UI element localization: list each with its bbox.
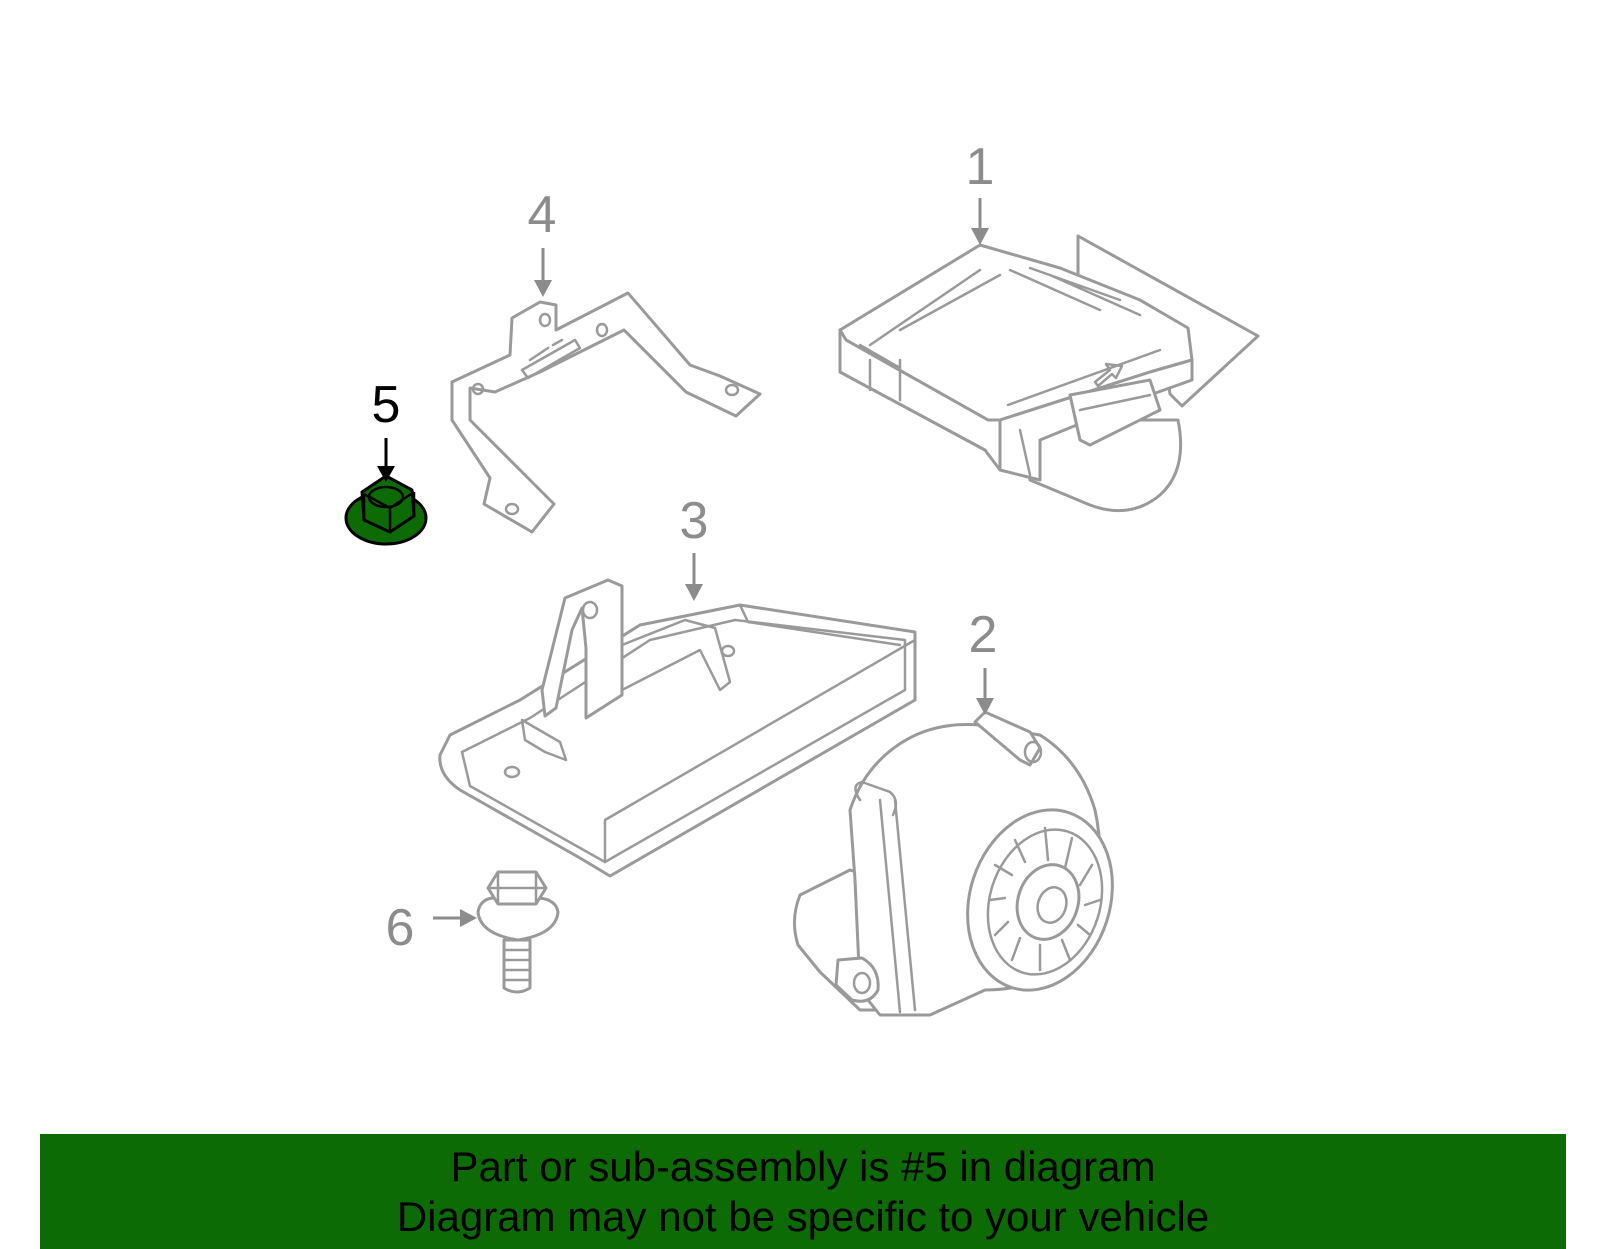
part-3-tray[interactable] xyxy=(438,578,917,878)
callout-4: 4 xyxy=(528,186,557,297)
callout-label-5: 5 xyxy=(372,376,401,434)
part-1-control-module[interactable] xyxy=(838,234,1260,513)
callout-3: 3 xyxy=(680,492,709,601)
arrowhead-5 xyxy=(377,466,395,482)
callout-6: 6 xyxy=(386,899,477,957)
callout-label-2: 2 xyxy=(969,606,998,664)
part-4-bracket[interactable] xyxy=(450,291,762,534)
arrowhead-2 xyxy=(976,698,994,715)
banner-line-part-number: Part or sub-assembly is #5 in diagram xyxy=(450,1142,1156,1190)
part-6-bolt[interactable] xyxy=(476,870,560,994)
info-banner: Part or sub-assembly is #5 in diagram Di… xyxy=(40,1134,1566,1249)
callout-label-3: 3 xyxy=(680,492,709,550)
banner-line-disclaimer: Diagram may not be specific to your vehi… xyxy=(396,1192,1210,1240)
arrowhead-3 xyxy=(685,584,703,601)
callout-1: 1 xyxy=(966,138,995,245)
arrowhead-6 xyxy=(460,909,477,927)
callout-5: 5 xyxy=(372,376,401,482)
arrowhead-4 xyxy=(534,280,552,297)
callout-label-6: 6 xyxy=(386,899,415,957)
part-5-flange-nut[interactable] xyxy=(344,474,428,546)
part-2-siren[interactable] xyxy=(793,710,1135,1017)
callout-2: 2 xyxy=(969,606,998,715)
arrowhead-1 xyxy=(971,228,989,245)
callout-label-1: 1 xyxy=(966,138,995,196)
callout-label-4: 4 xyxy=(528,186,557,244)
